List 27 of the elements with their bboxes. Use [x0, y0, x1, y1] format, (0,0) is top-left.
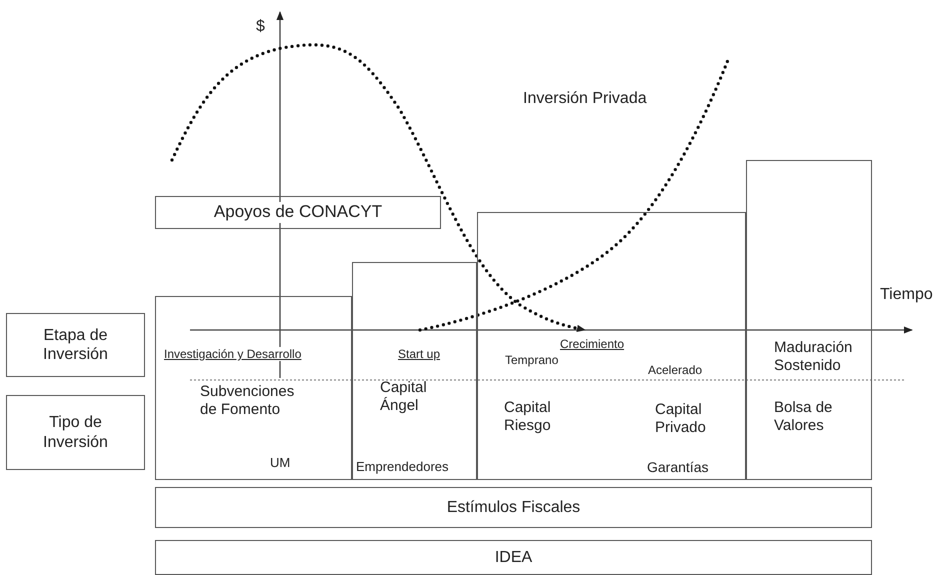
stage-text: Subvenciones de Fomento — [200, 383, 296, 419]
stage-box — [155, 296, 352, 480]
stage-title: Investigación y Desarrollo — [164, 347, 302, 362]
base-band — [155, 487, 872, 528]
stage-title: Crecimiento — [560, 337, 624, 352]
stage-title: Start up — [398, 347, 440, 362]
stage-text: Garantías — [647, 459, 708, 476]
stage-text: Maduración Sostenido — [774, 339, 854, 375]
curve-label: Inversión Privada — [523, 90, 647, 108]
row-heading-box — [6, 395, 145, 470]
stage-text: Acelerado — [648, 363, 702, 378]
stage-text: Bolsa de Valores — [774, 399, 834, 435]
stage-text: Emprendedores — [356, 459, 448, 475]
base-band — [155, 540, 872, 575]
box-label: Apoyos de CONACYT — [214, 202, 382, 223]
axis-label: Tiempo — [880, 286, 933, 304]
stage-text: Temprano — [505, 353, 558, 368]
stage-text: Capital Ángel — [380, 379, 428, 415]
stage-text: Capital Riesgo — [504, 399, 552, 435]
stage-box — [746, 160, 872, 480]
stage-box — [477, 212, 746, 480]
stage-text: UM — [270, 455, 290, 471]
stage-text: Capital Privado — [655, 401, 707, 437]
support-box — [155, 196, 441, 229]
stage-box — [352, 262, 477, 480]
row-heading-box — [6, 313, 145, 377]
axis-label: $ — [256, 18, 265, 36]
